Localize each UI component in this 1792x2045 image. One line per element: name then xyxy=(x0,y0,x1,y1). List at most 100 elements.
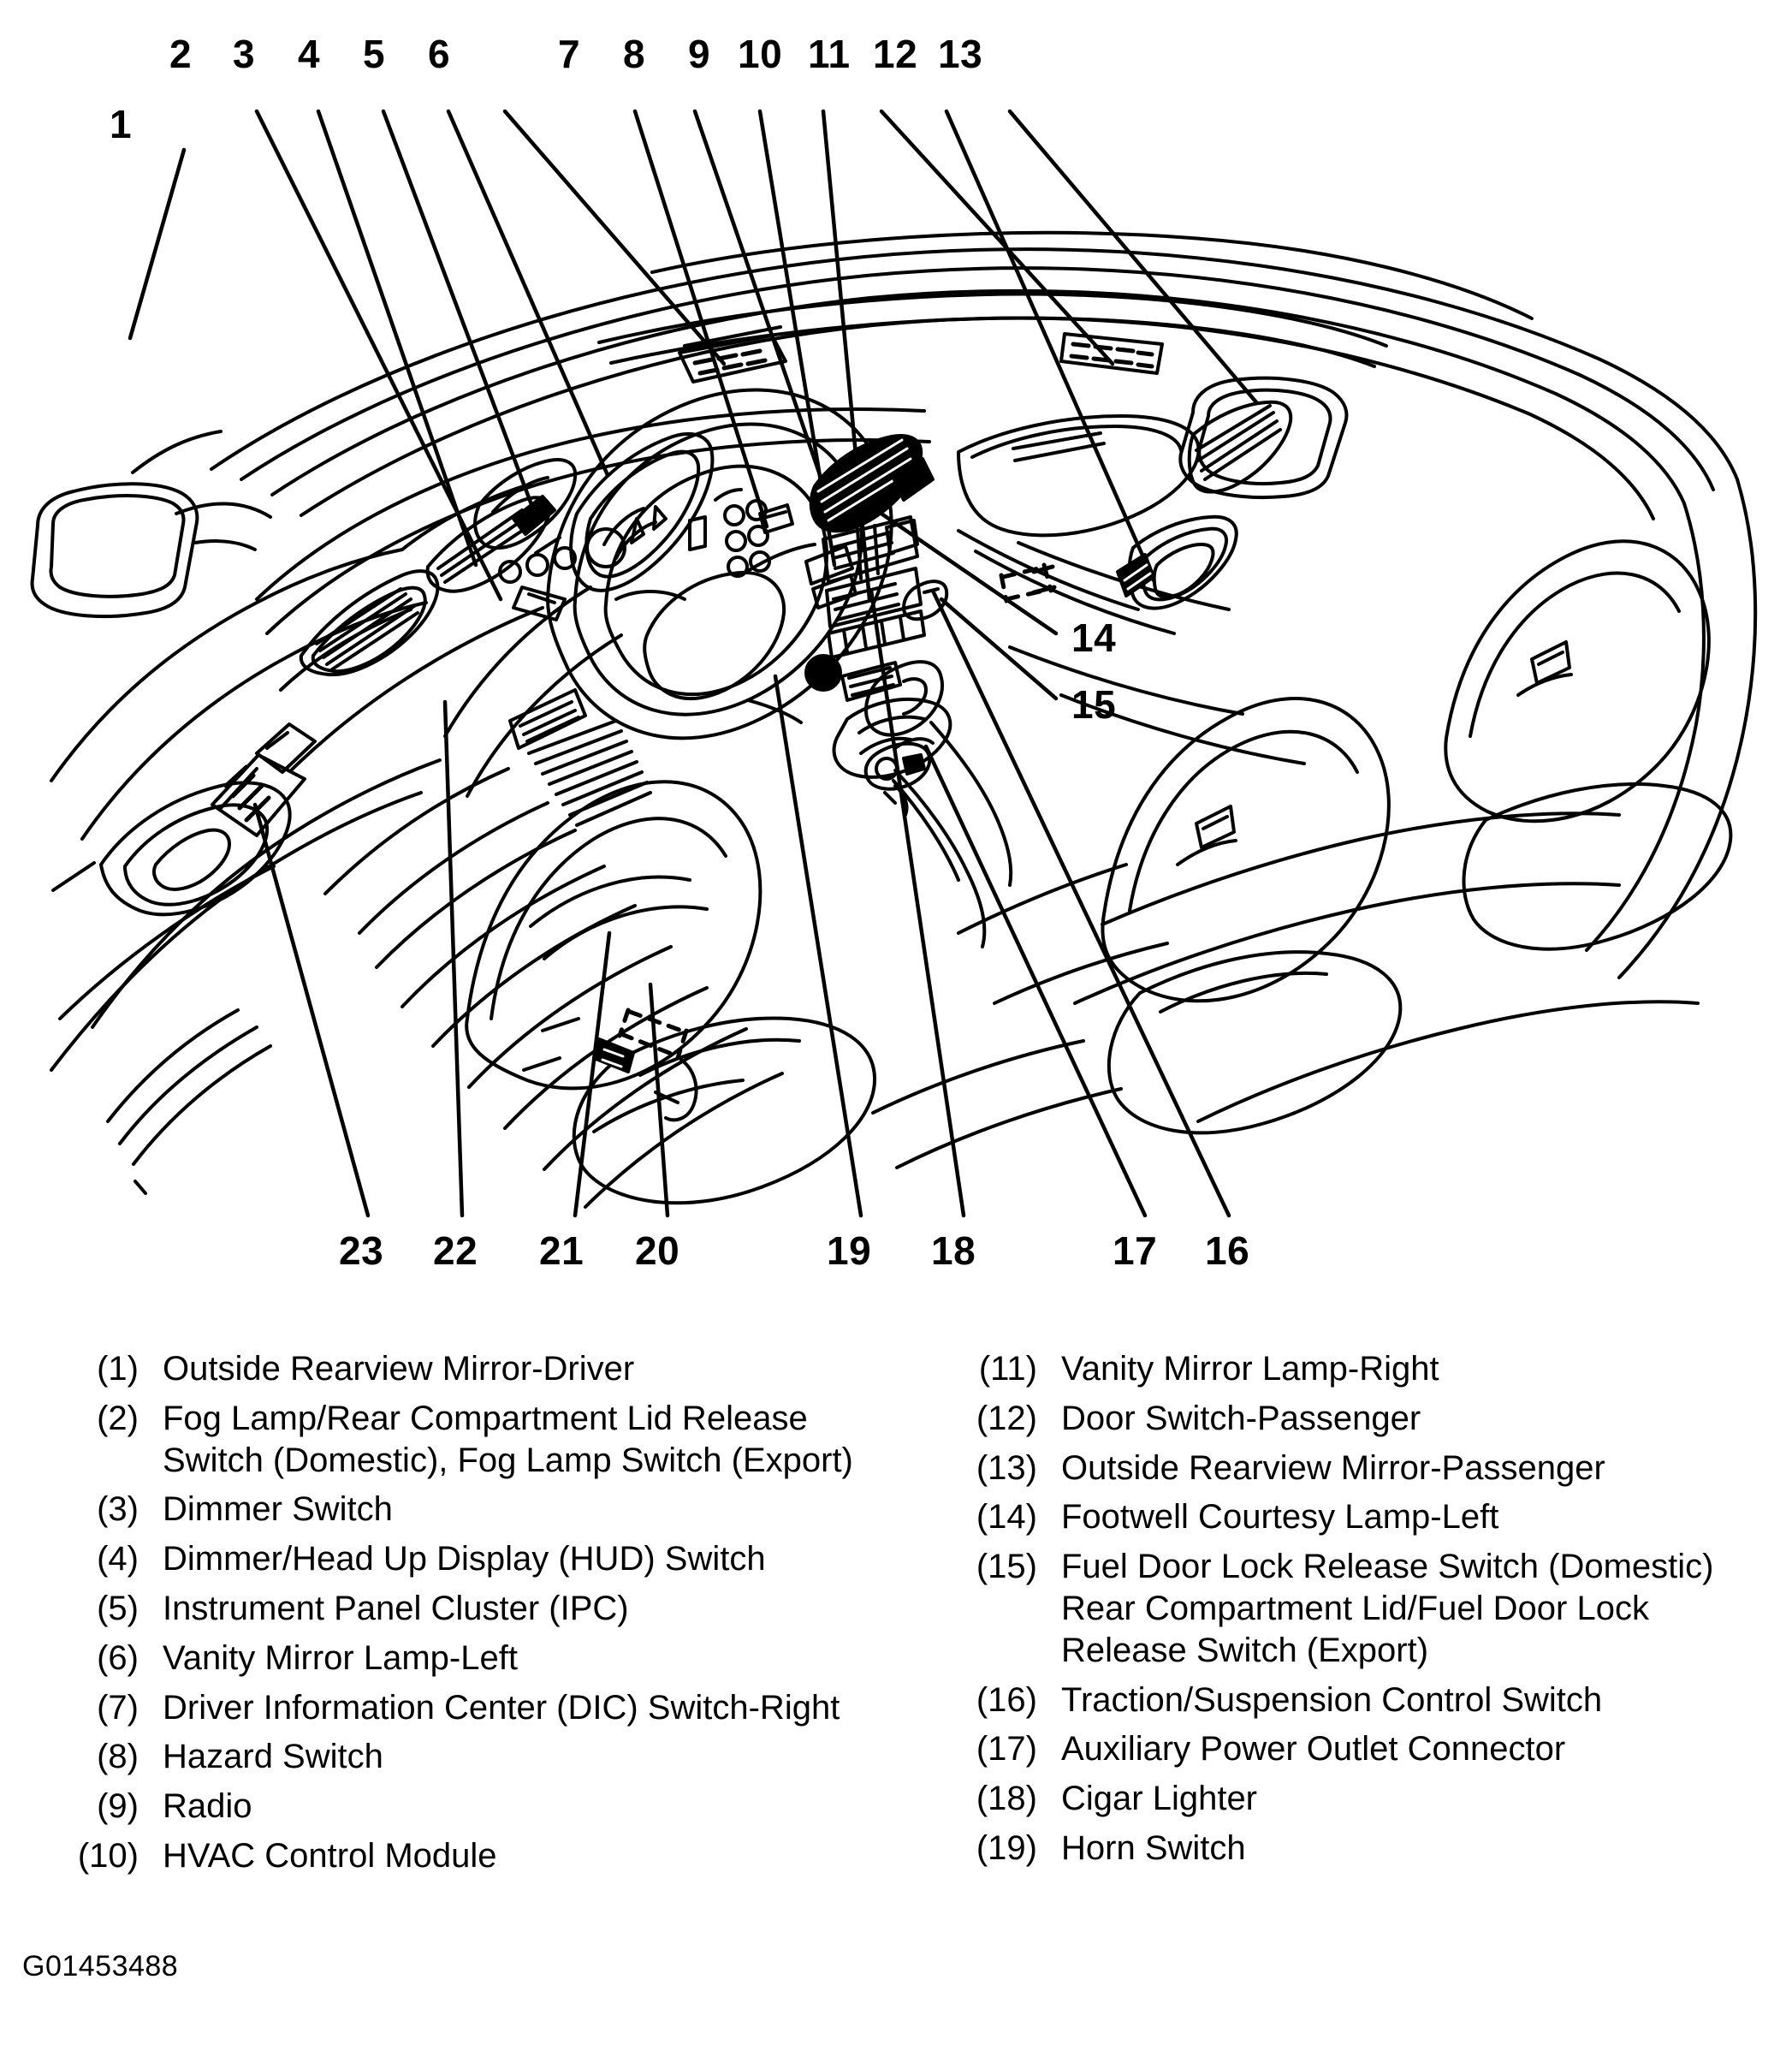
callout-9: 9 xyxy=(688,32,711,76)
door-switch-panel-driver xyxy=(211,722,317,837)
component-legend: (1) Outside Rearview Mirror-Driver (2) F… xyxy=(0,1348,1792,1947)
callout-14: 14 xyxy=(1071,615,1117,660)
callout-4: 4 xyxy=(298,32,321,76)
pedal-area xyxy=(508,688,652,827)
aux-power-outlet-connector xyxy=(863,741,932,817)
leader-lines xyxy=(128,109,1259,1218)
legend-item-19: (19) Horn Switch xyxy=(960,1828,1782,1870)
legend-number: (10) xyxy=(77,1836,139,1875)
legend-item-13: (13) Outside Rearview Mirror-Passenger xyxy=(960,1448,1782,1489)
callout-20: 20 xyxy=(635,1228,680,1273)
legend-label: Vanity Mirror Lamp-Right xyxy=(1061,1350,1439,1388)
legend-label: Driver Information Center (DIC) Switch-R… xyxy=(163,1688,840,1727)
legend-number: (15) xyxy=(976,1548,1037,1586)
fuel-door-release-switch xyxy=(902,580,949,621)
outside-rearview-mirror-driver xyxy=(30,482,272,619)
legend-number: (3) xyxy=(97,1490,139,1529)
legend-item-18: (18) Cigar Lighter xyxy=(960,1778,1782,1820)
door-switch-passenger xyxy=(1116,514,1238,610)
legend-left-column: (1) Outside Rearview Mirror-Driver (2) F… xyxy=(62,1348,917,1885)
roof-header-panel xyxy=(597,230,1534,368)
floor-lines xyxy=(323,767,784,1209)
figure-id-code: G01453488 xyxy=(22,1950,179,1983)
legend-label: Fuel Door Lock Release Switch (Domestic)… xyxy=(1061,1548,1714,1669)
callout-8: 8 xyxy=(623,32,646,76)
legend-label: Hazard Switch xyxy=(163,1738,383,1776)
legend-item-14: (14) Footwell Courtesy Lamp-Left xyxy=(960,1496,1782,1538)
callout-1: 1 xyxy=(110,102,133,146)
legend-label: Cigar Lighter xyxy=(1061,1780,1258,1818)
legend-label: Dimmer Switch xyxy=(163,1490,393,1529)
legend-number: (17) xyxy=(976,1730,1037,1769)
instrument-panel-body xyxy=(255,407,931,798)
callout-3: 3 xyxy=(233,32,256,76)
legend-number: (7) xyxy=(97,1688,139,1727)
callout-23: 23 xyxy=(339,1228,384,1273)
legend-label: Auxiliary Power Outlet Connector xyxy=(1061,1730,1566,1769)
vanity-mirror-lamp-left xyxy=(678,325,787,383)
legend-label: Radio xyxy=(163,1787,252,1826)
legend-number: (14) xyxy=(976,1498,1037,1537)
legend-item-5: (5) Instrument Panel Cluster (IPC) xyxy=(62,1588,917,1630)
headlamp-dimmer-switch-pod xyxy=(473,458,626,621)
legend-label: Vanity Mirror Lamp-Left xyxy=(163,1638,518,1677)
dashboard-line-art xyxy=(30,109,1758,1218)
legend-item-17: (17) Auxiliary Power Outlet Connector xyxy=(960,1728,1782,1770)
rear-seat-right xyxy=(1444,539,1733,951)
legend-item-2: (2) Fog Lamp/Rear Compartment Lid Releas… xyxy=(62,1398,917,1482)
callout-18: 18 xyxy=(931,1228,976,1273)
callout-12: 12 xyxy=(873,32,918,76)
legend-item-9: (9) Radio xyxy=(62,1786,917,1828)
legend-number: (4) xyxy=(97,1540,139,1578)
legend-item-16: (16) Traction/Suspension Control Switch xyxy=(960,1679,1782,1721)
instrument-panel-cluster xyxy=(569,431,715,592)
legend-label: Instrument Panel Cluster (IPC) xyxy=(163,1589,629,1627)
dic-switch-right xyxy=(758,503,794,534)
legend-number: (1) xyxy=(97,1350,139,1388)
callout-22: 22 xyxy=(433,1228,478,1273)
legend-number: (6) xyxy=(97,1638,139,1677)
callout-7: 7 xyxy=(558,32,581,76)
passenger-seat xyxy=(1101,697,1403,1135)
legend-label: Door Switch-Passenger xyxy=(1061,1399,1421,1437)
legend-label: HVAC Control Module xyxy=(163,1836,497,1875)
legend-label: Footwell Courtesy Lamp-Left xyxy=(1061,1498,1499,1537)
legend-number: (19) xyxy=(976,1828,1037,1867)
legend-item-6: (6) Vanity Mirror Lamp-Left xyxy=(62,1638,917,1679)
callout-19: 19 xyxy=(827,1228,872,1273)
legend-label: Dimmer/Head Up Display (HUD) Switch xyxy=(163,1540,766,1578)
callout-2: 2 xyxy=(169,32,193,76)
legend-label: Horn Switch xyxy=(1061,1828,1246,1867)
legend-item-10: (10) HVAC Control Module xyxy=(62,1835,917,1877)
legend-number: (12) xyxy=(976,1399,1037,1437)
legend-number: (18) xyxy=(976,1780,1037,1818)
legend-number: (5) xyxy=(97,1589,139,1627)
legend-item-7: (7) Driver Information Center (DIC) Swit… xyxy=(62,1687,917,1729)
callout-13: 13 xyxy=(938,32,983,76)
callout-15: 15 xyxy=(1071,682,1117,727)
legend-label: Fog Lamp/Rear Compartment Lid Release Sw… xyxy=(163,1399,853,1479)
legend-item-15: (15) Fuel Door Lock Release Switch (Dome… xyxy=(960,1546,1782,1671)
callout-6: 6 xyxy=(428,32,451,76)
center-stack xyxy=(804,434,952,779)
windshield-upper-band xyxy=(131,247,1739,520)
legend-item-4: (4) Dimmer/Head Up Display (HUD) Switch xyxy=(62,1538,917,1580)
legend-item-8: (8) Hazard Switch xyxy=(62,1736,917,1778)
legend-number: (9) xyxy=(97,1787,139,1826)
legend-number: (8) xyxy=(97,1738,139,1776)
legend-item-3: (3) Dimmer Switch xyxy=(62,1489,917,1531)
legend-label: Traction/Suspension Control Switch xyxy=(1061,1680,1603,1719)
legend-item-12: (12) Door Switch-Passenger xyxy=(960,1398,1782,1440)
seat-tunnel xyxy=(871,942,1169,1169)
left-door-panel xyxy=(50,548,442,1195)
legend-number: (16) xyxy=(976,1680,1037,1719)
driver-seat xyxy=(465,780,877,1205)
callout-5: 5 xyxy=(363,32,386,76)
legend-item-1: (1) Outside Rearview Mirror-Driver xyxy=(62,1348,917,1390)
legend-label: Outside Rearview Mirror-Driver xyxy=(163,1350,635,1388)
legend-label: Outside Rearview Mirror-Passenger xyxy=(1061,1448,1605,1487)
legend-number: (13) xyxy=(976,1448,1037,1487)
legend-number: (11) xyxy=(978,1350,1037,1388)
body-outline xyxy=(957,478,1758,1123)
